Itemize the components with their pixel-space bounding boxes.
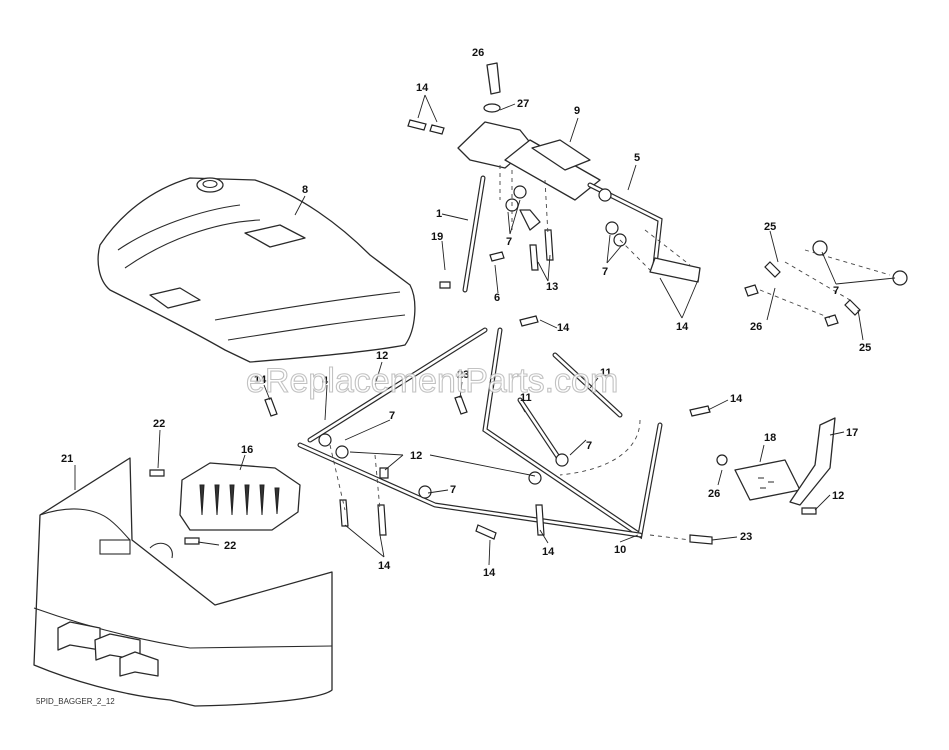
hardware	[149, 119, 817, 545]
callout-22: 22	[224, 540, 236, 552]
callout-27: 27	[517, 98, 529, 110]
callout-5: 5	[634, 152, 640, 164]
callout-9: 9	[574, 105, 580, 117]
callout-19: 19	[431, 231, 443, 243]
callout-21: 21	[61, 453, 73, 465]
callout-12: 12	[410, 450, 422, 462]
leader-lines	[74, 94, 896, 566]
callout-10: 10	[614, 544, 626, 556]
callout-14: 14	[254, 374, 267, 386]
callout-14: 14	[483, 567, 496, 579]
callout-23: 23	[740, 531, 752, 543]
callout-26: 26	[708, 488, 720, 500]
callout-7: 7	[586, 440, 592, 452]
callout-23: 23	[457, 369, 469, 381]
callout-14: 14	[416, 82, 429, 94]
part-16-deflector	[179, 462, 301, 531]
callout-7: 7	[506, 236, 512, 248]
watermark: eReplacementParts.com	[246, 362, 618, 400]
callout-22: 22	[153, 418, 165, 430]
callout-16: 16	[241, 444, 253, 456]
callout-1: 1	[436, 208, 442, 220]
callout-12: 12	[376, 350, 388, 362]
part-5-linkage	[587, 182, 701, 283]
callout-7: 7	[389, 410, 395, 422]
callout-7: 7	[602, 266, 608, 278]
callout-8: 8	[302, 184, 308, 196]
callout-25: 25	[764, 221, 776, 233]
callout-6: 6	[494, 292, 500, 304]
part-26-pin	[483, 62, 501, 113]
callout-7: 7	[450, 484, 456, 496]
part-10-frame	[297, 327, 663, 540]
callout-14: 14	[542, 546, 555, 558]
callout-11: 11	[520, 392, 532, 404]
callout-12: 12	[832, 490, 844, 502]
part-25-clips	[744, 240, 908, 327]
callout-14: 14	[557, 322, 570, 334]
drawing-id: 5PID_BAGGER_2_12	[36, 697, 115, 706]
part-1-rod	[462, 175, 486, 293]
callout-11: 11	[600, 367, 612, 379]
callout-4: 4	[322, 375, 329, 387]
callout-7: 7	[833, 285, 839, 297]
callout-labels: 26 27 14 9 5 8 1 7 19 6 13 7 14 25 7 26 …	[61, 47, 871, 579]
callout-26: 26	[750, 321, 762, 333]
pivot-bracket	[457, 121, 601, 231]
callout-14: 14	[676, 321, 689, 333]
callout-26: 26	[472, 47, 484, 59]
callout-18: 18	[764, 432, 776, 444]
callout-14: 14	[378, 560, 391, 572]
callout-25: 25	[859, 342, 871, 354]
callout-17: 17	[846, 427, 858, 439]
part-8-bagger-cover	[97, 177, 416, 363]
part-17-bracket	[789, 417, 836, 506]
callout-14: 14	[730, 393, 743, 405]
callout-13: 13	[546, 281, 558, 293]
part-21-bag	[33, 457, 333, 707]
part-18-plate	[734, 459, 801, 501]
assembly-lines	[329, 165, 891, 541]
